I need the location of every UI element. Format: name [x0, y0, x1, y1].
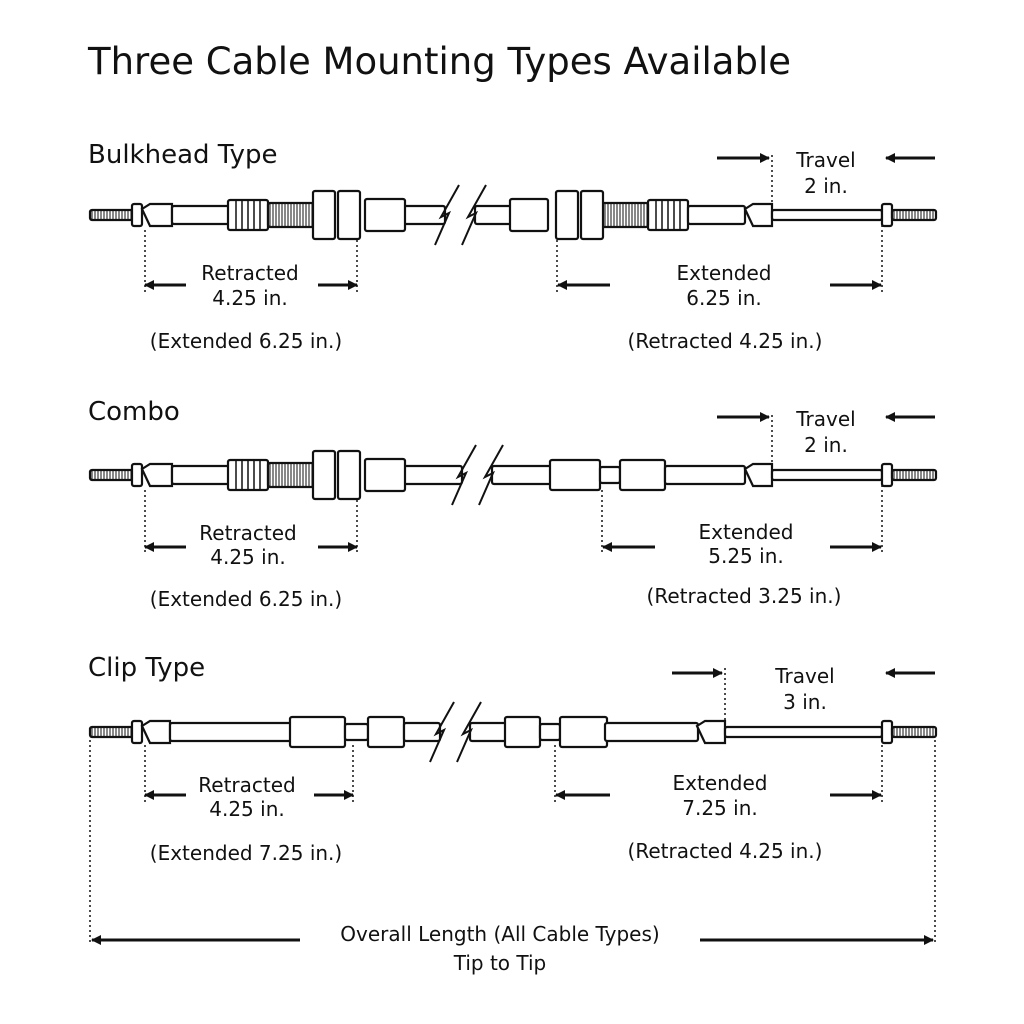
left-dim-value: 4.25 in. — [210, 545, 285, 569]
right-dim-value: 6.25 in. — [686, 286, 761, 310]
left-note: (Extended 6.25 in.) — [150, 587, 342, 611]
clip-cable — [88, 701, 938, 763]
cable-jacket — [170, 464, 232, 486]
left-dim-label: Retracted — [199, 521, 296, 545]
hex-nut — [130, 462, 144, 488]
cable-jacket — [170, 204, 232, 226]
combo-section: Combo Travel 2 in. Retracted 4.25 in. (E… — [88, 397, 938, 611]
threaded-rod — [88, 208, 135, 222]
section-title: Bulkhead Type — [88, 140, 278, 170]
diagram-title: Three Cable Mounting Types Available — [87, 40, 791, 83]
cable-jacket — [663, 464, 747, 486]
section-title: Clip Type — [88, 653, 205, 683]
break-mark — [429, 701, 455, 763]
cable-jacket — [490, 464, 554, 486]
cable-jacket — [468, 721, 508, 743]
hex-nut — [130, 719, 144, 745]
travel-label: Travel — [795, 407, 855, 431]
bulkhead-cable — [88, 184, 938, 246]
cable-jacket — [398, 464, 464, 486]
overall-length: Overall Length (All Cable Types) Tip to … — [340, 922, 659, 975]
bulkhead-nut — [336, 449, 362, 501]
cable-jacket — [402, 721, 442, 743]
ferrule — [140, 202, 174, 228]
overall-label: Overall Length (All Cable Types) — [340, 922, 659, 946]
threaded-rod — [890, 208, 938, 222]
tube — [503, 715, 542, 749]
left-note: (Extended 7.25 in.) — [150, 841, 342, 865]
cable-jacket — [686, 204, 747, 226]
right-note: (Retracted 4.25 in.) — [628, 329, 823, 353]
ferrule — [140, 719, 172, 745]
break-mark — [461, 184, 487, 246]
dimension-lines — [89, 153, 936, 945]
right-dim-label: Extended — [677, 261, 772, 285]
hex-nut — [130, 202, 144, 228]
bulkhead-nut — [311, 189, 337, 241]
right-dim-value: 5.25 in. — [708, 544, 783, 568]
tube — [618, 458, 667, 492]
travel-rod — [723, 725, 884, 739]
break-mark — [451, 444, 477, 506]
break-mark — [478, 444, 504, 506]
connector — [538, 722, 562, 742]
threaded-rod — [890, 725, 938, 739]
right-note: (Retracted 4.25 in.) — [628, 839, 823, 863]
section-title: Combo — [88, 397, 180, 427]
travel-value: 2 in. — [804, 174, 848, 198]
left-dim-value: 4.25 in. — [209, 797, 284, 821]
break-mark — [456, 701, 482, 763]
hex-nut — [880, 202, 894, 228]
left-dim-label: Retracted — [198, 773, 295, 797]
clip-tube — [288, 715, 347, 749]
cable-jacket — [398, 204, 447, 226]
ferrule — [743, 202, 774, 228]
travel-rod — [770, 468, 884, 482]
threaded-rod — [88, 468, 135, 482]
overall-sub: Tip to Tip — [453, 951, 547, 975]
bulkhead-nut — [336, 189, 362, 241]
hex-nut — [880, 719, 894, 745]
travel-label: Travel — [774, 664, 834, 688]
threaded-rod — [890, 468, 938, 482]
ferrule — [743, 462, 774, 488]
travel-value: 2 in. — [804, 433, 848, 457]
travel-value: 3 in. — [783, 690, 827, 714]
connector — [598, 465, 622, 485]
travel-label: Travel — [795, 148, 855, 172]
travel-rod — [770, 208, 884, 222]
tube — [366, 715, 406, 749]
tube — [363, 197, 407, 233]
clip-tube — [558, 715, 609, 749]
ferrule — [695, 719, 727, 745]
left-note: (Extended 6.25 in.) — [150, 329, 342, 353]
connector — [343, 722, 370, 742]
left-dim-value: 4.25 in. — [212, 286, 287, 310]
tube — [508, 197, 550, 233]
combo-cable — [88, 444, 938, 506]
bulkhead-nut — [311, 449, 337, 501]
right-note: (Retracted 3.25 in.) — [647, 584, 842, 608]
right-dim-label: Extended — [673, 771, 768, 795]
ferrule — [140, 462, 174, 488]
threaded-rod — [88, 725, 135, 739]
break-mark — [434, 184, 460, 246]
bulkhead-nut — [579, 189, 605, 241]
clip-section: Clip Type Travel 3 in. Retracted 4.25 in… — [88, 653, 938, 865]
cable-jacket — [603, 721, 700, 743]
bulkhead-section: Bulkhead Type Travel 2 in. Retracted 4.2… — [88, 140, 938, 353]
right-dim-value: 7.25 in. — [682, 796, 757, 820]
right-dim-label: Extended — [699, 520, 794, 544]
bulkhead-nut — [554, 189, 580, 241]
tube — [548, 458, 602, 492]
cable-jacket — [168, 721, 294, 743]
left-dim-label: Retracted — [201, 261, 298, 285]
tube — [363, 457, 407, 493]
hex-nut — [880, 462, 894, 488]
